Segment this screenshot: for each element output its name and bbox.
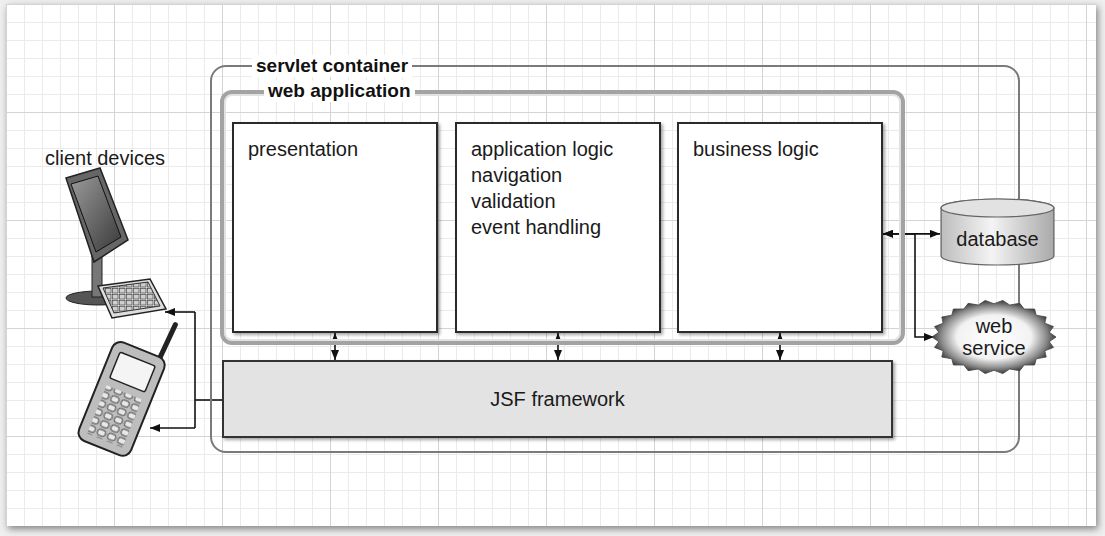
phone-icon: [76, 306, 181, 459]
database-cylinder: database: [940, 198, 1055, 266]
web-service-cloud: web service: [930, 298, 1058, 376]
node-label: web service: [954, 315, 1034, 359]
connector-arrow: [334, 333, 336, 360]
computer-icon: [66, 168, 166, 318]
node-label: validation: [471, 188, 556, 214]
node-label: business logic: [693, 136, 819, 162]
container-region: servlet containerweb applicationpresenta…: [210, 65, 1020, 453]
connector-arrow: [883, 234, 934, 337]
layer-box: presentation: [232, 122, 438, 333]
connector-arrow: [557, 333, 559, 360]
group-label: client devices: [45, 146, 165, 170]
layer-box: application logicnavigationvalidationeve…: [455, 122, 661, 333]
connector-arrow: [779, 333, 781, 360]
framework-band: JSF framework: [222, 360, 893, 438]
region-heading: servlet container: [252, 55, 412, 77]
node-label: JSF framework: [490, 386, 624, 412]
node-label: presentation: [248, 136, 358, 162]
node-label: event handling: [471, 214, 601, 240]
node-label: navigation: [471, 162, 562, 188]
application-region: web applicationpresentationapplication l…: [220, 90, 905, 345]
node-label: application logic: [471, 136, 613, 162]
layer-box: business logic: [677, 122, 883, 333]
region-heading: web application: [264, 80, 415, 102]
node-label: database: [956, 226, 1038, 252]
